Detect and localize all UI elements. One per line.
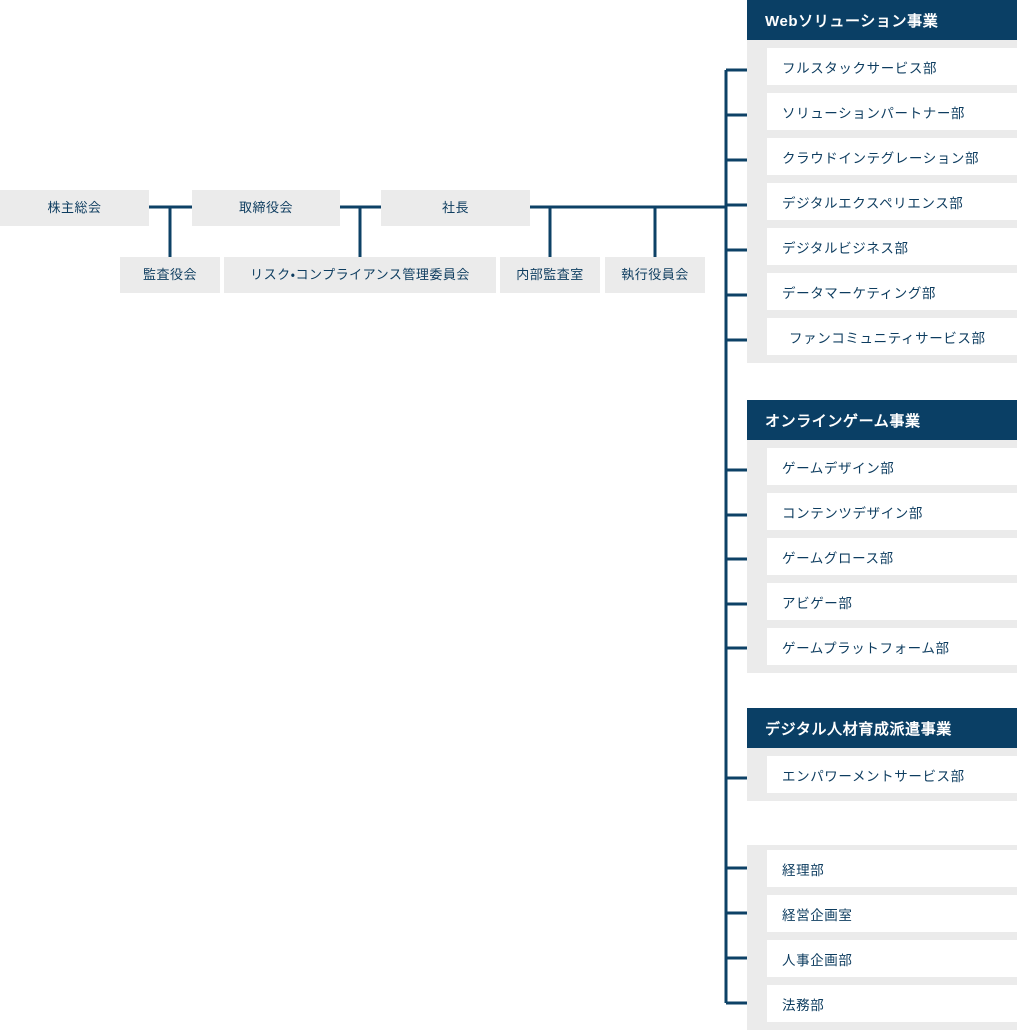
- department-item[interactable]: 経営企画室: [767, 895, 1017, 932]
- division-department-list: ゲームデザイン部 コンテンツデザイン部 ゲームグロース部 アビゲー部 ゲームプラ…: [747, 440, 1017, 673]
- department-item[interactable]: アビゲー部: [767, 583, 1017, 620]
- division-web-solution: Webソリューション事業 フルスタックサービス部 ソリューションパートナー部 ク…: [747, 0, 1017, 363]
- gov-box-label: 監査役会: [142, 267, 197, 283]
- gov-box-executive-officers-meeting[interactable]: 執行役員会: [605, 257, 705, 293]
- gov-box-audit-board[interactable]: 監査役会: [120, 257, 220, 293]
- department-item[interactable]: ソリューションパートナー部: [767, 93, 1017, 130]
- department-item[interactable]: フルスタックサービス部: [767, 48, 1017, 85]
- gov-box-board-of-directors[interactable]: 取締役会: [192, 190, 340, 226]
- gov-box-president[interactable]: 社長: [381, 190, 530, 226]
- division-digital-hr: デジタル人材育成派遣事業 エンパワーメントサービス部: [747, 708, 1017, 801]
- department-item[interactable]: クラウドインテグレーション部: [767, 138, 1017, 175]
- department-item[interactable]: 法務部: [767, 985, 1017, 1022]
- department-item[interactable]: 経理部: [767, 850, 1017, 887]
- division-department-list: エンパワーメントサービス部: [747, 748, 1017, 801]
- gov-box-internal-audit-office[interactable]: 内部監査室: [500, 257, 600, 293]
- department-item[interactable]: ゲームプラットフォーム部: [767, 628, 1017, 665]
- gov-box-label: 社長: [441, 200, 469, 216]
- division-corporate: 経理部 経営企画室 人事企画部 法務部: [747, 845, 1017, 1030]
- gov-box-label: 取締役会: [238, 200, 293, 216]
- department-item[interactable]: 人事企画部: [767, 940, 1017, 977]
- division-header-title: Webソリューション事業: [747, 0, 1017, 40]
- department-item[interactable]: ゲームグロース部: [767, 538, 1017, 575]
- gov-box-label: 株主総会: [47, 200, 102, 216]
- department-item[interactable]: データマーケティング部: [767, 273, 1017, 310]
- department-item[interactable]: ゲームデザイン部: [767, 448, 1017, 485]
- gov-box-shareholders-meeting[interactable]: 株主総会: [0, 190, 149, 226]
- division-header-title: デジタル人材育成派遣事業: [747, 708, 1017, 748]
- department-item[interactable]: デジタルエクスペリエンス部: [767, 183, 1017, 220]
- division-online-game: オンラインゲーム事業 ゲームデザイン部 コンテンツデザイン部 ゲームグロース部 …: [747, 400, 1017, 673]
- department-item[interactable]: コンテンツデザイン部: [767, 493, 1017, 530]
- division-department-list: フルスタックサービス部 ソリューションパートナー部 クラウドインテグレーション部…: [747, 40, 1017, 363]
- gov-box-risk-compliance-committee[interactable]: リスク・コンプライアンス管理委員会: [224, 257, 496, 293]
- division-department-list: 経理部 経営企画室 人事企画部 法務部: [747, 845, 1017, 1030]
- department-item[interactable]: エンパワーメントサービス部: [767, 756, 1017, 793]
- department-item[interactable]: デジタルビジネス部: [767, 228, 1017, 265]
- division-header-title: オンラインゲーム事業: [747, 400, 1017, 440]
- department-item[interactable]: ファンコミュニティサービス部: [767, 318, 1017, 355]
- gov-box-label: 執行役員会: [621, 267, 689, 283]
- gov-box-label: 内部監査室: [516, 267, 584, 283]
- gov-box-label: リスク・コンプライアンス管理委員会: [250, 267, 470, 283]
